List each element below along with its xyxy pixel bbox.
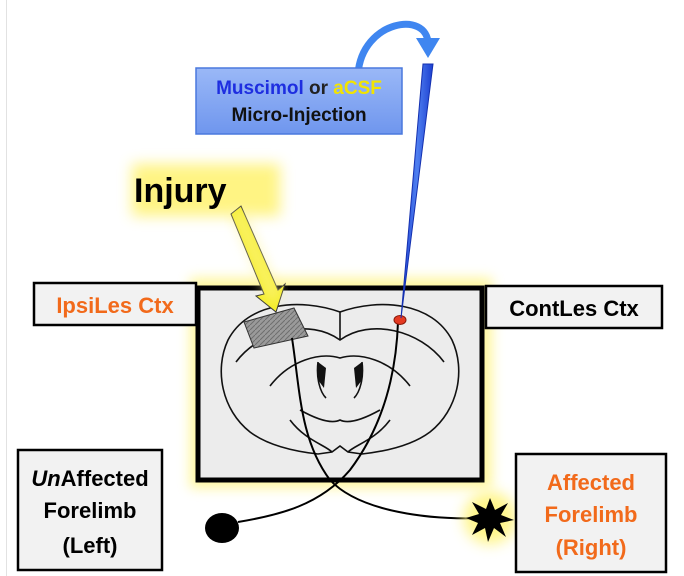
contles-label: ContLes Ctx bbox=[509, 296, 639, 321]
curved-arrow-head-icon bbox=[416, 38, 440, 58]
muscimol-label: Muscimol bbox=[216, 78, 304, 99]
unaffected-label-line2: Forelimb bbox=[44, 498, 137, 523]
injection-label-line1: Muscimol or aCSF bbox=[216, 78, 382, 99]
injury-label: Injury bbox=[134, 172, 227, 210]
unaffected-label-line3: (Left) bbox=[63, 533, 118, 558]
unaffected-label-line1: UnAffected bbox=[31, 466, 148, 491]
ipsiles-label: IpsiLes Ctx bbox=[56, 293, 174, 318]
micro-injection-label: Micro-Injection bbox=[231, 105, 366, 126]
affected-label-line1: Affected bbox=[547, 470, 635, 495]
unaffected-suffix: Affected bbox=[61, 466, 149, 491]
or-label: or bbox=[304, 78, 334, 99]
affected-label-line3: (Right) bbox=[556, 535, 627, 560]
acsf-label: aCSF bbox=[333, 78, 382, 99]
unaffected-forelimb-dot bbox=[205, 513, 239, 543]
curved-arrow-icon bbox=[358, 24, 428, 74]
unaffected-prefix: Un bbox=[31, 466, 60, 491]
affected-label-line2: Forelimb bbox=[545, 502, 638, 527]
injection-site-dot bbox=[394, 316, 406, 325]
